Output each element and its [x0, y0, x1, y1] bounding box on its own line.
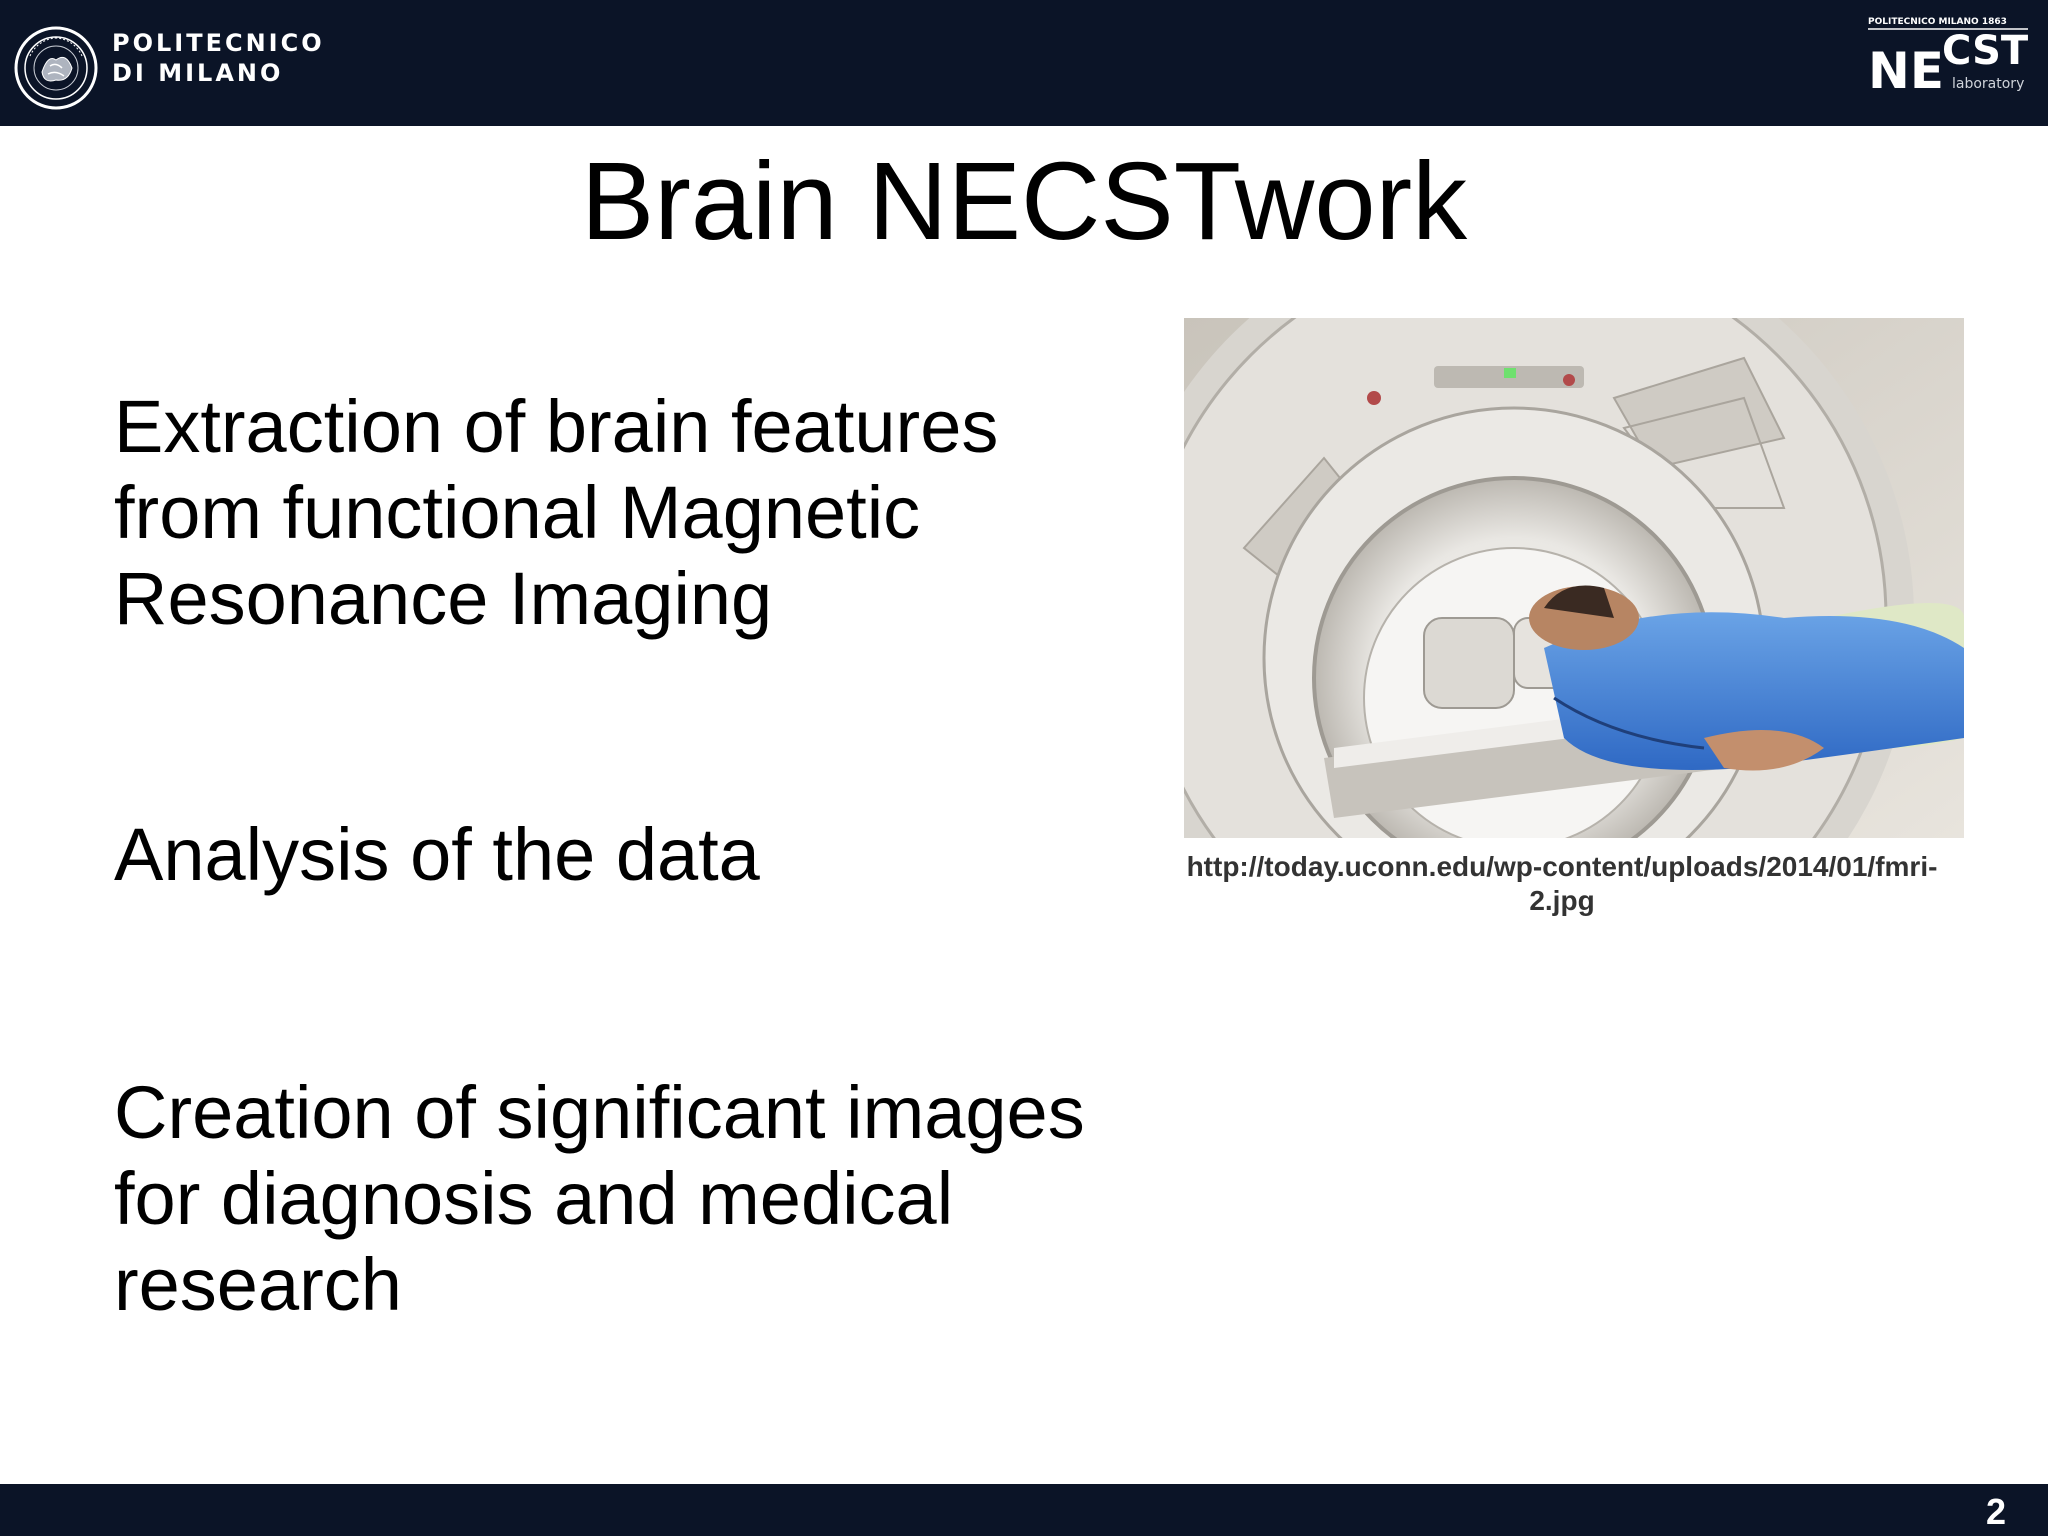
necst-lab-logo: POLITECNICO MILANO 1863 NE CST laborator…: [1868, 17, 2029, 96]
bullet-line: for diagnosis and medical: [114, 1157, 954, 1240]
footer-bar: 2: [0, 1484, 2048, 1536]
bullet-line: Creation of significant images: [114, 1071, 1085, 1154]
lab-logo-cst: CST: [1942, 28, 2029, 74]
page-number: 2: [1985, 1491, 2006, 1532]
university-line-2: DI MILANO: [112, 59, 284, 87]
bullet-line: research: [114, 1243, 402, 1326]
lab-logo-top-text: POLITECNICO MILANO 1863: [1868, 17, 2007, 27]
bullet-fmri-extraction: Extraction of brain features from functi…: [114, 384, 998, 642]
slide-title: Brain NECSTwork: [580, 140, 1468, 263]
mri-scanner-photo: [1184, 318, 1964, 838]
lab-logo-ne: NE: [1868, 42, 1944, 96]
caption-line-2: 2.jpg: [1529, 885, 1595, 916]
university-line-1: POLITECNICO: [112, 29, 325, 57]
bullet-line: Resonance Imaging: [114, 557, 773, 640]
lab-logo-sub: laboratory: [1952, 76, 2024, 92]
politecnico-seal-icon: [14, 26, 98, 110]
bullet-data-analysis: Analysis of the data: [114, 812, 760, 898]
caption-line-1: http://today.uconn.edu/wp-content/upload…: [1186, 851, 1938, 882]
image-source-caption: http://today.uconn.edu/wp-content/upload…: [1182, 850, 1942, 918]
bullet-line: Extraction of brain features: [114, 385, 999, 468]
bullet-line: Analysis of the data: [114, 813, 760, 896]
university-name: POLITECNICO DI MILANO: [112, 28, 325, 88]
bullet-image-creation: Creation of significant images for diagn…: [114, 1070, 1085, 1328]
header-bar: POLITECNICO DI MILANO POLITECNICO MILANO…: [0, 0, 2048, 126]
bullet-line: from functional Magnetic: [114, 471, 921, 554]
